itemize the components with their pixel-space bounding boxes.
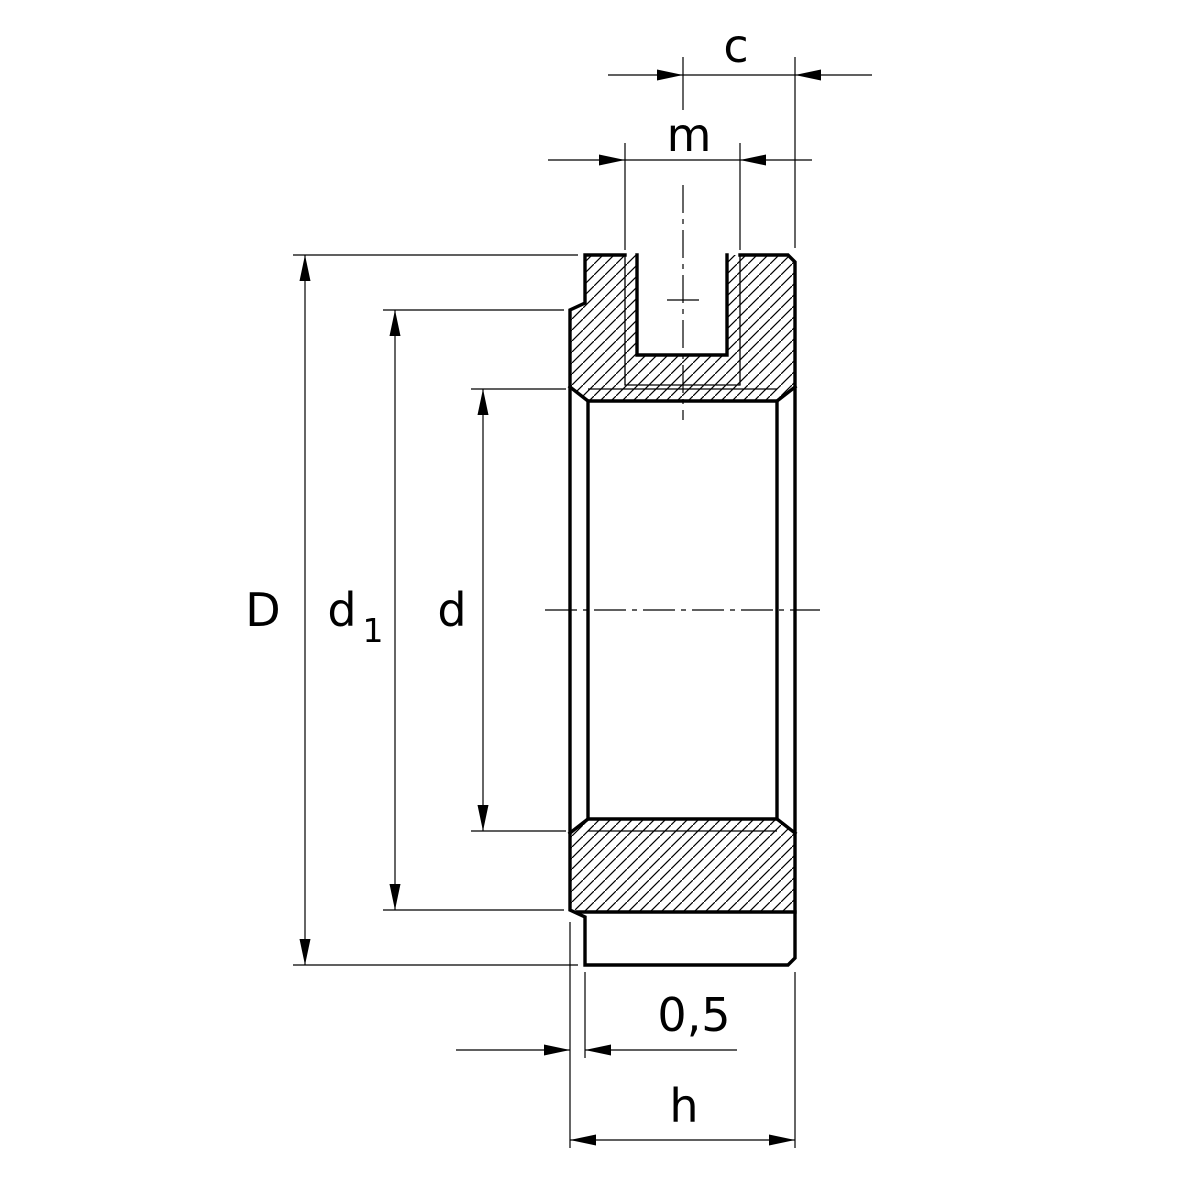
dimension-d-arrow-top bbox=[477, 389, 489, 415]
dimension-d-extension-lines bbox=[471, 388, 566, 832]
outer-profile bbox=[568, 253, 797, 967]
dimension-h-arrow-left bbox=[570, 1134, 596, 1146]
dimension-D-extension-lines bbox=[293, 254, 578, 966]
label-0-5: 0,5 bbox=[657, 988, 730, 1042]
dimension-d-arrow-bottom bbox=[477, 805, 489, 831]
hatch-top-band bbox=[570, 255, 795, 401]
dimension-d1-extension-lines bbox=[383, 309, 564, 911]
dimension-0-5: 0,5 bbox=[456, 922, 737, 1148]
screw-hole-minor bbox=[635, 253, 729, 357]
dimension-c: c bbox=[608, 19, 872, 248]
dimension-d1: d 1 bbox=[327, 309, 564, 911]
hatch-bottom-band bbox=[570, 819, 795, 912]
dimension-m-arrow-left bbox=[599, 154, 625, 166]
dimension-c-arrow-left bbox=[657, 69, 683, 81]
label-D: D bbox=[245, 583, 280, 637]
dimension-d1-arrow-top bbox=[389, 310, 401, 336]
dimension-0-5-arrow-left bbox=[544, 1044, 570, 1056]
bore-chamfer-edges bbox=[567, 384, 798, 836]
dimension-D-arrow-bottom bbox=[299, 939, 311, 965]
dimension-c-arrow-right bbox=[795, 69, 821, 81]
dimension-D: D bbox=[245, 254, 578, 966]
dimension-m-arrow-right bbox=[740, 154, 766, 166]
dimension-m: m bbox=[548, 108, 812, 250]
label-h: h bbox=[669, 1079, 698, 1133]
dimension-h: h bbox=[570, 972, 796, 1148]
label-d1: d 1 bbox=[327, 583, 383, 650]
dimension-d: d bbox=[437, 388, 566, 832]
section-hatching bbox=[570, 255, 795, 912]
dimension-c-extension-lines bbox=[682, 57, 796, 248]
dimension-m-extension-lines bbox=[624, 143, 741, 250]
dimension-h-arrow-right bbox=[769, 1134, 795, 1146]
dimension-0-5-extension-lines bbox=[569, 922, 586, 1148]
dimension-0-5-arrow-right bbox=[585, 1044, 611, 1056]
dimension-d1-arrow-bottom bbox=[389, 884, 401, 910]
centerlines bbox=[545, 185, 820, 611]
dimension-D-arrow-top bbox=[299, 255, 311, 281]
label-c: c bbox=[723, 19, 748, 73]
label-m: m bbox=[667, 108, 712, 162]
label-d: d bbox=[437, 583, 466, 637]
